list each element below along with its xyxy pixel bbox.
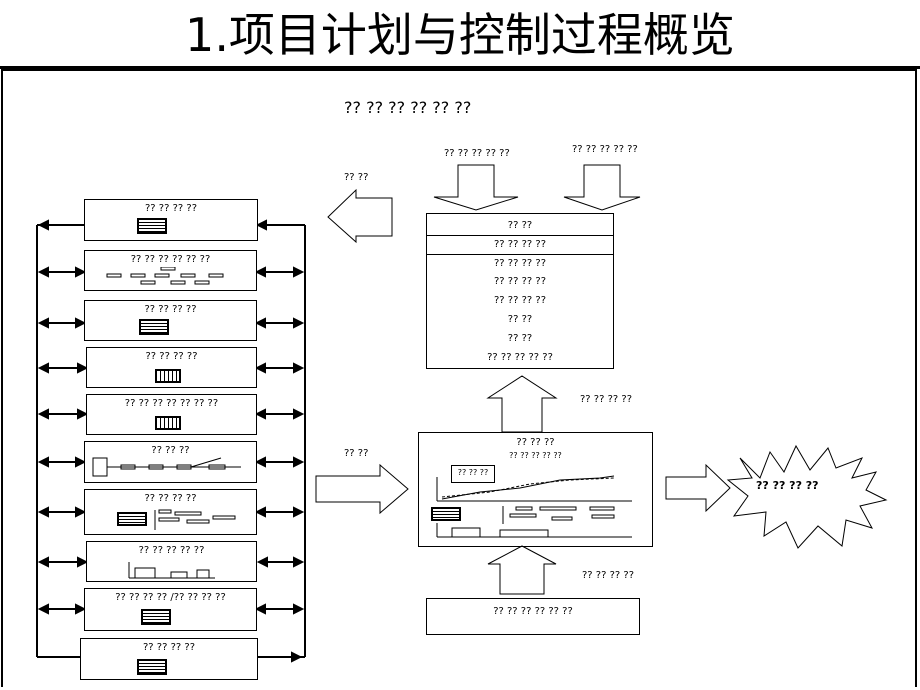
left-double-arrow bbox=[37, 506, 87, 518]
stack-box-label: ?? ?? ?? ?? ?? ?? bbox=[130, 254, 211, 265]
right-block-arrow-mid bbox=[315, 463, 409, 515]
center-list-item: ?? ?? ?? ?? ?? bbox=[487, 352, 553, 363]
center-list-item: ?? ?? ?? ?? bbox=[494, 295, 546, 306]
up-block-arrow-top bbox=[486, 375, 558, 433]
up-arrow-label: ?? ?? ?? ?? bbox=[580, 394, 632, 405]
left-double-arrow bbox=[37, 362, 89, 374]
center-list-divider bbox=[427, 235, 613, 236]
diagram-subtitle: ?? ?? ?? ?? ?? ?? bbox=[344, 98, 472, 117]
arrowhead bbox=[291, 651, 303, 663]
right-double-arrow bbox=[254, 317, 305, 329]
document-icon bbox=[137, 659, 167, 675]
center-panel-subtitle: ?? ?? ?? ?? ?? bbox=[509, 451, 562, 460]
stack-box-1: ?? ?? ?? ?? bbox=[84, 199, 258, 241]
stack-box-2: ?? ?? ?? ?? ?? ?? bbox=[84, 250, 257, 291]
center-list-item: ?? ?? bbox=[507, 333, 533, 344]
org-chart-icon bbox=[106, 267, 224, 285]
right-block-arrow-burst bbox=[665, 463, 731, 513]
arrowhead bbox=[37, 219, 49, 231]
document-icon bbox=[431, 507, 461, 521]
stack-box-7: ?? ?? ?? ?? bbox=[84, 489, 257, 535]
stack-box-6: ?? ?? ?? bbox=[84, 441, 257, 483]
title-divider bbox=[0, 66, 920, 69]
bottom-input-label: ?? ?? ?? ?? ?? ?? bbox=[493, 606, 573, 617]
down-block-arrow-1 bbox=[433, 164, 519, 211]
left-block-arrow bbox=[327, 188, 393, 244]
stack-box-10: ?? ?? ?? ?? bbox=[80, 638, 258, 680]
grid-icon bbox=[155, 416, 181, 430]
center-list-divider bbox=[427, 254, 613, 255]
stack-box-label: ?? ?? ?? ?? bbox=[145, 351, 198, 362]
left-double-arrow bbox=[37, 266, 87, 278]
bottom-input-box: ?? ?? ?? ?? ?? ?? bbox=[426, 598, 640, 635]
center-panel-inner-label: ?? ?? ?? bbox=[457, 468, 489, 477]
right-double-arrow bbox=[254, 266, 305, 278]
up-block-arrow-bottom bbox=[487, 545, 557, 595]
stack-box-label: ?? ?? ?? ?? bbox=[143, 642, 195, 653]
stack-box-label: ?? ?? ?? ?? bbox=[144, 304, 197, 315]
stack-box-label: ?? ?? ?? ?? /?? ?? ?? ?? bbox=[115, 592, 226, 603]
center-panel-title: ?? ?? ?? bbox=[516, 437, 555, 448]
gantt-icon bbox=[154, 509, 236, 530]
document-icon bbox=[139, 319, 169, 335]
stack-box-8: ?? ?? ?? ?? ?? bbox=[86, 541, 257, 582]
center-panel: ?? ?? ?? ?? ?? ?? ?? ?? ?? ?? ?? bbox=[418, 432, 653, 547]
histogram-icon bbox=[128, 562, 215, 579]
right-double-arrow bbox=[254, 603, 305, 615]
stack-box-3: ?? ?? ?? ?? bbox=[84, 300, 257, 341]
page-title: 1.项目计划与控制过程概览 bbox=[185, 8, 735, 62]
diagram-frame bbox=[1, 69, 917, 687]
left-arrow-label: ?? ?? bbox=[344, 172, 369, 183]
stack-box-label: ?? ?? ?? ?? ?? bbox=[138, 545, 205, 556]
center-list-item: ?? ?? ?? ?? bbox=[494, 239, 546, 250]
right-double-arrow bbox=[254, 506, 305, 518]
stack-box-5: ?? ?? ?? ?? ?? ?? ?? bbox=[86, 394, 257, 435]
center-list-item: ?? ?? ?? ?? bbox=[494, 258, 546, 269]
stack-box-label: ?? ?? ?? bbox=[151, 445, 190, 456]
arrowhead bbox=[255, 219, 267, 231]
right-double-arrow bbox=[254, 362, 305, 374]
center-list-header: ?? ?? bbox=[507, 220, 533, 231]
left-double-arrow bbox=[37, 456, 87, 468]
burst-shape bbox=[726, 444, 888, 549]
right-double-arrow bbox=[254, 456, 305, 468]
center-list-item: ?? ?? ?? ?? bbox=[494, 276, 546, 287]
mid-arrow-label: ?? ?? bbox=[344, 448, 369, 459]
burst-label: ?? ?? ?? ?? bbox=[756, 479, 819, 492]
stack-box-9: ?? ?? ?? ?? /?? ?? ?? ?? bbox=[84, 588, 257, 631]
left-double-arrow bbox=[37, 603, 87, 615]
stack-box-label: ?? ?? ?? ?? bbox=[145, 203, 197, 214]
document-icon bbox=[117, 512, 147, 526]
stack-box-label: ?? ?? ?? ?? ?? ?? ?? bbox=[124, 398, 219, 409]
bottom-arrow-label: ?? ?? ?? ?? bbox=[582, 570, 634, 581]
right-double-arrow bbox=[254, 408, 305, 420]
left-double-arrow bbox=[37, 408, 89, 420]
network-diagram-icon bbox=[92, 457, 241, 477]
right-double-arrow bbox=[256, 556, 305, 568]
down-block-arrow-2 bbox=[563, 164, 641, 211]
stack-box-4: ?? ?? ?? ?? bbox=[86, 347, 257, 388]
left-double-arrows bbox=[37, 219, 89, 615]
stack-box-label: ?? ?? ?? ?? bbox=[144, 493, 197, 504]
center-list-box: ?? ?? ?? ?? ?? ?? ?? ?? ?? ?? ?? ?? ?? ?… bbox=[426, 213, 614, 369]
top-input-label-1: ?? ?? ?? ?? ?? bbox=[444, 148, 510, 159]
left-double-arrow bbox=[37, 317, 87, 329]
grid-icon bbox=[155, 369, 181, 383]
left-double-arrow bbox=[37, 556, 89, 568]
top-input-label-2: ?? ?? ?? ?? ?? bbox=[572, 144, 638, 155]
center-list-item: ?? ?? bbox=[507, 314, 533, 325]
panel-chart-graphic bbox=[436, 475, 632, 538]
document-icon bbox=[137, 218, 167, 234]
right-double-arrows bbox=[254, 219, 305, 663]
center-panel-inner-box: ?? ?? ?? bbox=[451, 465, 495, 483]
document-icon bbox=[141, 609, 171, 625]
